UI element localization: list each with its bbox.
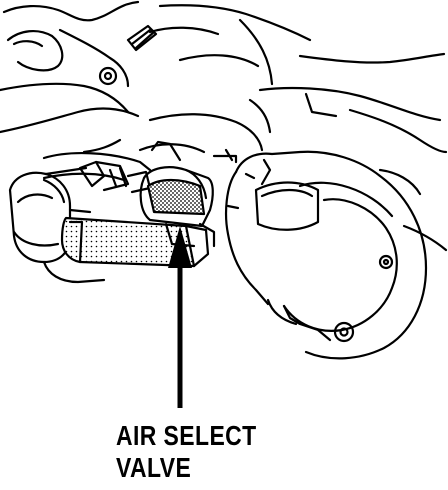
callout-arrow (168, 226, 192, 408)
valve-bracket (150, 140, 234, 248)
callout-label-line2: VALVE (116, 452, 192, 483)
mounting-bolt (98, 24, 158, 86)
air-select-valve-body (139, 166, 216, 248)
lower-air-hose (60, 216, 210, 268)
callout-label-line1: AIR SELECT (116, 420, 257, 451)
pump-housing (224, 150, 428, 360)
engine-block-outline (0, 0, 448, 252)
